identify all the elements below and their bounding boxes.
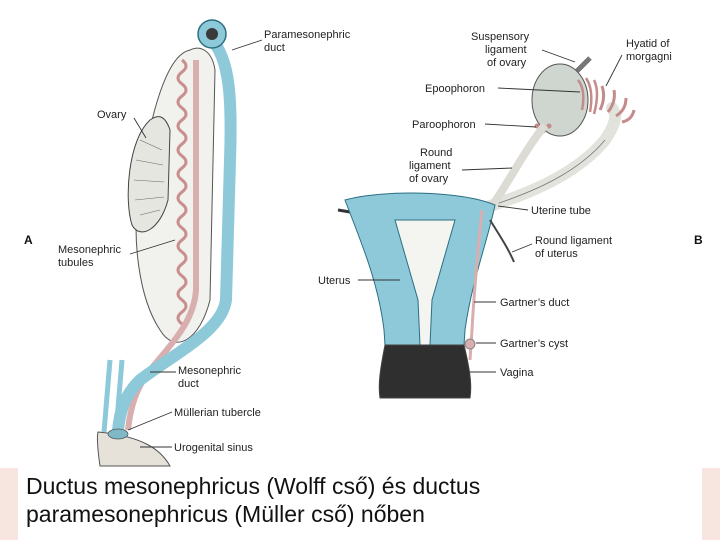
lower-duct-left <box>101 359 113 433</box>
label-line: Paramesonephric <box>264 29 351 41</box>
label-line: Ovary <box>97 109 127 121</box>
label-line: ligament <box>409 160 451 172</box>
epoophoron-shape <box>576 77 599 115</box>
label-mesonephric-tubules: Mesonephric tubules <box>58 239 176 269</box>
vagina-shape <box>378 344 472 399</box>
caption-edge-right <box>702 468 720 540</box>
label-gartners-duct: Gartner’s duct <box>474 297 569 309</box>
label-line: ligament <box>485 44 527 56</box>
label-line: Mesonephric <box>58 244 121 256</box>
label-line: of ovary <box>409 173 449 185</box>
gartners-duct-shape <box>468 209 484 361</box>
round-ligament-uterus-shape <box>489 219 515 263</box>
label-line: Round ligament <box>535 235 612 247</box>
ovary-shape <box>127 116 171 233</box>
label-line: Müllerian tubercle <box>174 407 261 419</box>
label-ovary: Ovary <box>97 109 147 139</box>
label-line: Gartner’s cyst <box>500 338 568 350</box>
label-line: Uterus <box>318 275 351 287</box>
label-mesonephric-duct: Mesonephric duct <box>150 365 241 390</box>
fimbriae <box>598 85 636 124</box>
left-tube-stub <box>337 208 351 214</box>
label-round-ligament-uterus: Round ligament of uterus <box>511 235 612 260</box>
label-hyatid: Hyatid of morgagni <box>605 38 672 87</box>
panel-b-letter: B <box>694 233 703 247</box>
label-paroophoron: Paroophoron <box>412 119 537 131</box>
panel-b-drawing <box>337 56 636 399</box>
label-line: duct <box>178 378 199 390</box>
caption-box <box>18 468 702 540</box>
panel-a-drawing <box>96 19 237 467</box>
ostium-opening <box>206 28 218 40</box>
label-gartners-cyst: Gartner’s cyst <box>476 338 568 350</box>
label-uterine-tube: Uterine tube <box>497 205 591 217</box>
label-line: Round <box>420 147 452 159</box>
label-urogenital-sinus: Urogenital sinus <box>140 442 253 454</box>
label-line: Vagina <box>500 367 534 379</box>
label-line: tubules <box>58 257 94 269</box>
label-line: Epoophoron <box>425 83 485 95</box>
label-line: Urogenital sinus <box>174 442 253 454</box>
label-uterus: Uterus <box>318 275 400 287</box>
ovary-texture <box>133 139 165 216</box>
label-suspensory-ligament: Suspensory ligament of ovary <box>471 31 576 69</box>
caption-edge-left <box>0 468 18 540</box>
urogenital-sinus-shape <box>96 431 171 467</box>
label-line: of uterus <box>535 248 578 260</box>
caption-text: Ductus mesonephricus (Wolff cső) és duct… <box>26 473 481 527</box>
label-vagina: Vagina <box>468 367 534 379</box>
label-line: Hyatid of <box>626 38 670 50</box>
gartners-cyst-shape <box>464 338 476 350</box>
label-line: Mesonephric <box>178 365 241 377</box>
label-line: Gartner’s duct <box>500 297 569 309</box>
mullerian-tubercle-shape <box>107 428 129 440</box>
label-mullerian-tubercle: Müllerian tubercle <box>127 407 261 431</box>
label-line: Paroophoron <box>412 119 476 131</box>
label-epoophoron: Epoophoron <box>425 83 581 95</box>
mesonephric-tubules <box>176 58 188 326</box>
label-line: Suspensory <box>471 31 530 43</box>
label-round-ligament-ovary: Round ligament of ovary <box>409 147 513 185</box>
uterine-tube-edge <box>489 139 606 207</box>
round-ligament-ovary-shape <box>488 122 549 209</box>
label-line: Uterine tube <box>531 205 591 217</box>
ovary-b <box>531 63 589 137</box>
paramesonephric-duct <box>112 34 237 436</box>
lower-duct-right <box>113 359 125 433</box>
label-line: morgagni <box>626 51 672 63</box>
label-line: duct <box>264 42 285 54</box>
label-line: of ovary <box>487 57 527 69</box>
label-paramesonephric-duct: Paramesonephric duct <box>231 29 351 54</box>
panel-a-letter: A <box>24 233 33 247</box>
